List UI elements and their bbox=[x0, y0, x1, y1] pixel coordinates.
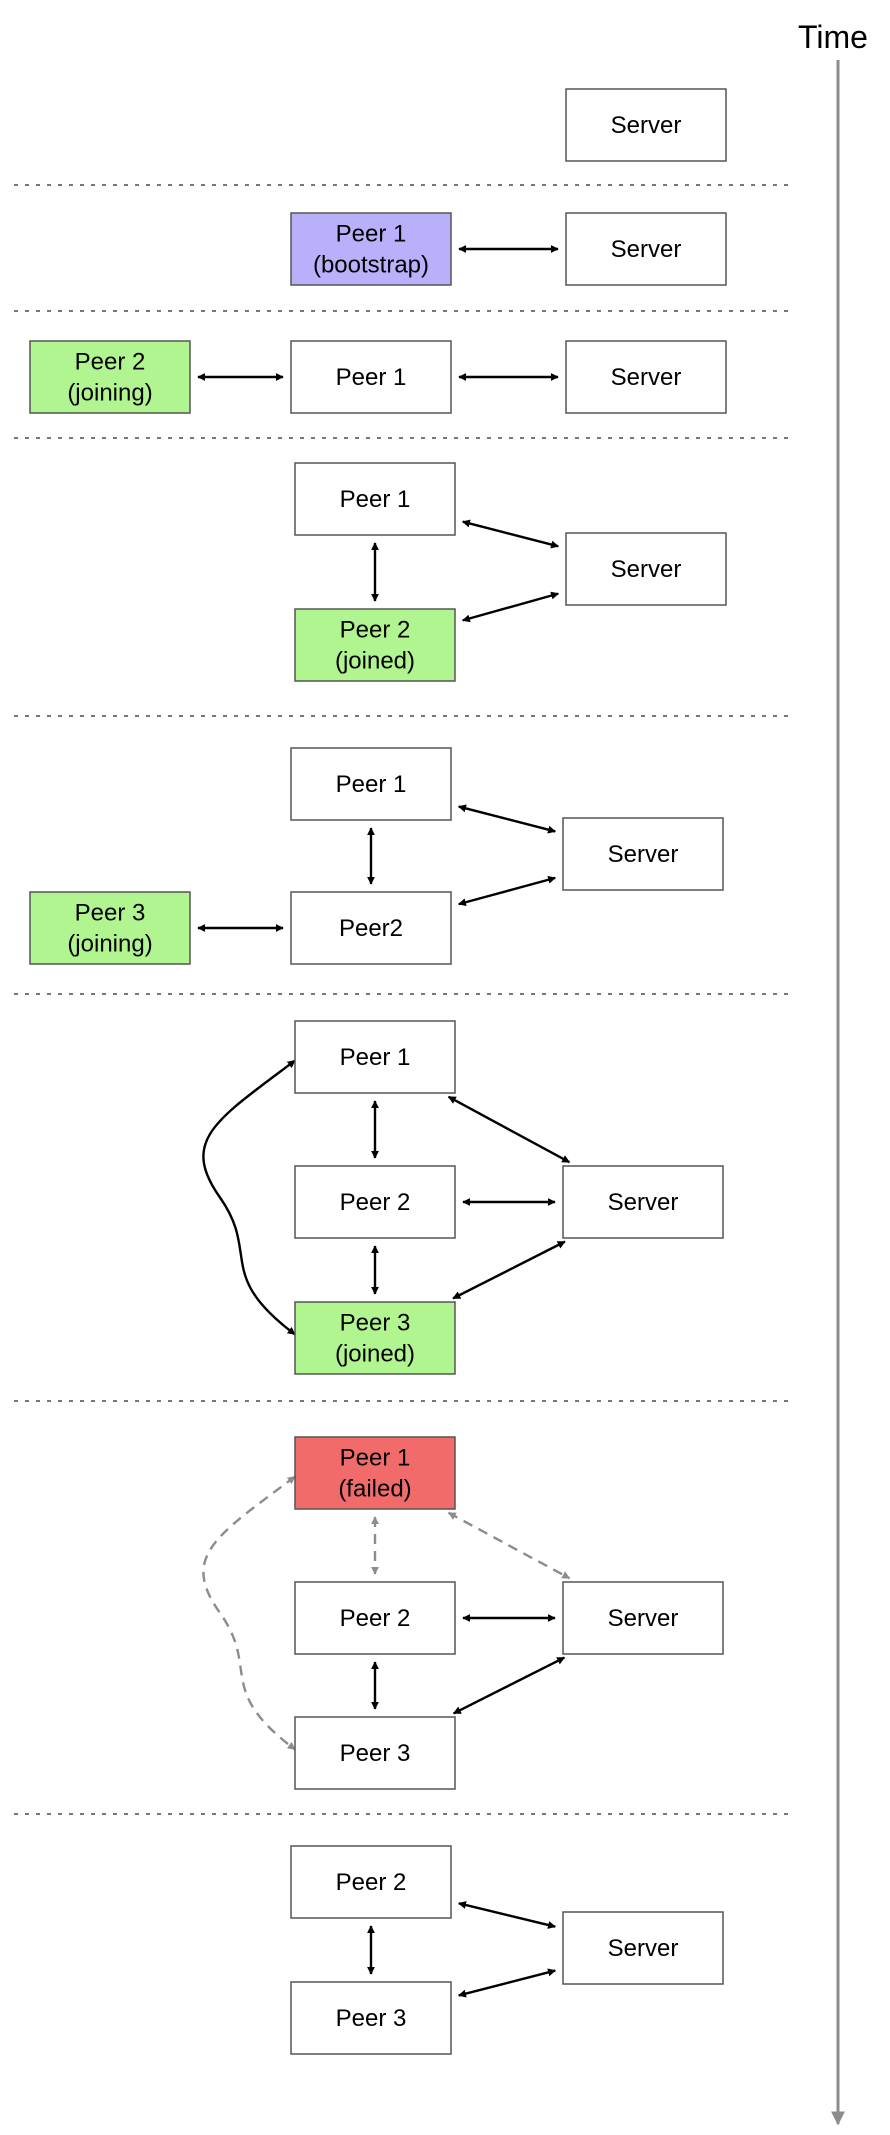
node-box bbox=[290, 747, 452, 821]
node-peer3-stage-8: Peer 3 bbox=[290, 1981, 452, 2055]
node-server-stage-6: Server bbox=[562, 1165, 724, 1239]
link-peer3-server-stage-6 bbox=[452, 1240, 566, 1300]
node-peer1-stage-4: Peer 1 bbox=[294, 462, 456, 536]
node-label: Peer 1 bbox=[340, 1445, 411, 1472]
connection-links bbox=[197, 245, 571, 1998]
node-box bbox=[294, 462, 456, 536]
node-box bbox=[290, 212, 452, 286]
node-server-stage-1: Server bbox=[565, 88, 727, 162]
node-status-label: (failed) bbox=[338, 1476, 411, 1503]
node-label: Peer 3 bbox=[340, 1310, 411, 1337]
node-server-stage-5: Server bbox=[562, 817, 724, 891]
node-label: Peer 2 bbox=[340, 1189, 411, 1216]
node-peer2-stage-7: Peer 2 bbox=[294, 1581, 456, 1655]
node-box bbox=[562, 817, 724, 891]
link-peer2-server-stage-4 bbox=[461, 591, 560, 623]
node-box bbox=[290, 340, 452, 414]
node-status-label: (joined) bbox=[335, 648, 415, 675]
node-label: Peer 3 bbox=[340, 1740, 411, 1767]
node-peer1-stage-2: Peer 1 (bootstrap) bbox=[290, 212, 452, 286]
node-status-label: (joining) bbox=[67, 931, 152, 958]
node-peer2-stage-6: Peer 2 bbox=[294, 1165, 456, 1239]
node-label: Peer 3 bbox=[75, 900, 146, 927]
link-peer3-server-stage-8 bbox=[457, 1968, 557, 1998]
link-peer2-server-stage-8 bbox=[457, 1901, 557, 1929]
node-box bbox=[562, 1911, 724, 1985]
link-peer1-peer3-stage-6 bbox=[202, 1059, 296, 1336]
node-status-label: (joined) bbox=[335, 1341, 415, 1368]
node-peer2-stage-5: Peer2 bbox=[290, 891, 452, 965]
node-server-stage-3: Server bbox=[565, 340, 727, 414]
node-peer2-stage-8: Peer 2 bbox=[290, 1845, 452, 1919]
node-peer1-stage-3: Peer 1 bbox=[290, 340, 452, 414]
link-peer2-server-stage-5 bbox=[457, 875, 557, 907]
node-box bbox=[562, 1581, 724, 1655]
node-label: Server bbox=[608, 1605, 679, 1632]
node-label: Server bbox=[611, 556, 682, 583]
link-peer1-server-stage-6 bbox=[447, 1095, 571, 1164]
node-peer1-stage-5: Peer 1 bbox=[290, 747, 452, 821]
node-label: Peer 2 bbox=[336, 1869, 407, 1896]
node-peer1-stage-7: Peer 1 (failed) bbox=[294, 1436, 456, 1510]
node-box bbox=[294, 1020, 456, 1094]
node-box bbox=[290, 1845, 452, 1919]
node-label: Server bbox=[608, 1935, 679, 1962]
node-label: Server bbox=[608, 1189, 679, 1216]
node-server-stage-7: Server bbox=[562, 1581, 724, 1655]
node-label: Peer2 bbox=[339, 915, 403, 942]
node-box bbox=[294, 1301, 456, 1375]
node-label: Peer 2 bbox=[340, 1605, 411, 1632]
node-status-label: (bootstrap) bbox=[313, 252, 429, 279]
node-label: Peer 3 bbox=[336, 2005, 407, 2032]
node-box bbox=[565, 212, 727, 286]
node-label: Server bbox=[608, 841, 679, 868]
node-box bbox=[290, 891, 452, 965]
node-peer3-stage-7: Peer 3 bbox=[294, 1716, 456, 1790]
node-status-label: (joining) bbox=[67, 380, 152, 407]
node-label: Server bbox=[611, 112, 682, 139]
node-label: Server bbox=[611, 364, 682, 391]
node-label: Peer 1 bbox=[336, 364, 407, 391]
node-box bbox=[565, 88, 727, 162]
node-box bbox=[565, 532, 727, 606]
node-box bbox=[294, 608, 456, 682]
node-label: Peer 1 bbox=[336, 221, 407, 248]
link-peer1-peer3-stage-7 bbox=[202, 1475, 296, 1751]
time-axis-label: Time bbox=[798, 19, 868, 55]
node-box bbox=[29, 340, 191, 414]
node-peer3-stage-5: Peer 3 (joining) bbox=[29, 891, 191, 965]
node-box bbox=[562, 1165, 724, 1239]
node-label: Peer 1 bbox=[340, 486, 411, 513]
node-box bbox=[29, 891, 191, 965]
node-box bbox=[290, 1981, 452, 2055]
node-label: Peer 1 bbox=[340, 1044, 411, 1071]
node-peer2-stage-3: Peer 2 (joining) bbox=[29, 340, 191, 414]
node-server-stage-8: Server bbox=[562, 1911, 724, 1985]
node-label: Peer 2 bbox=[340, 617, 411, 644]
link-peer1-server-stage-4 bbox=[461, 519, 560, 549]
node-box bbox=[294, 1436, 456, 1510]
node-box bbox=[294, 1581, 456, 1655]
node-server-stage-2: Server bbox=[565, 212, 727, 286]
node-peer3-stage-6: Peer 3 (joined) bbox=[294, 1301, 456, 1375]
stage-separators bbox=[14, 184, 794, 1815]
node-box bbox=[565, 340, 727, 414]
node-box bbox=[294, 1165, 456, 1239]
link-peer3-server-stage-7 bbox=[452, 1656, 566, 1715]
node-peer1-stage-6: Peer 1 bbox=[294, 1020, 456, 1094]
link-peer1-server-stage-7 bbox=[447, 1511, 571, 1580]
node-label: Server bbox=[611, 236, 682, 263]
node-server-stage-4: Server bbox=[565, 532, 727, 606]
node-box bbox=[294, 1716, 456, 1790]
node-peer2-stage-4: Peer 2 (joined) bbox=[294, 608, 456, 682]
node-label: Peer 1 bbox=[336, 771, 407, 798]
node-label: Peer 2 bbox=[75, 349, 146, 376]
link-peer1-server-stage-5 bbox=[457, 804, 557, 834]
